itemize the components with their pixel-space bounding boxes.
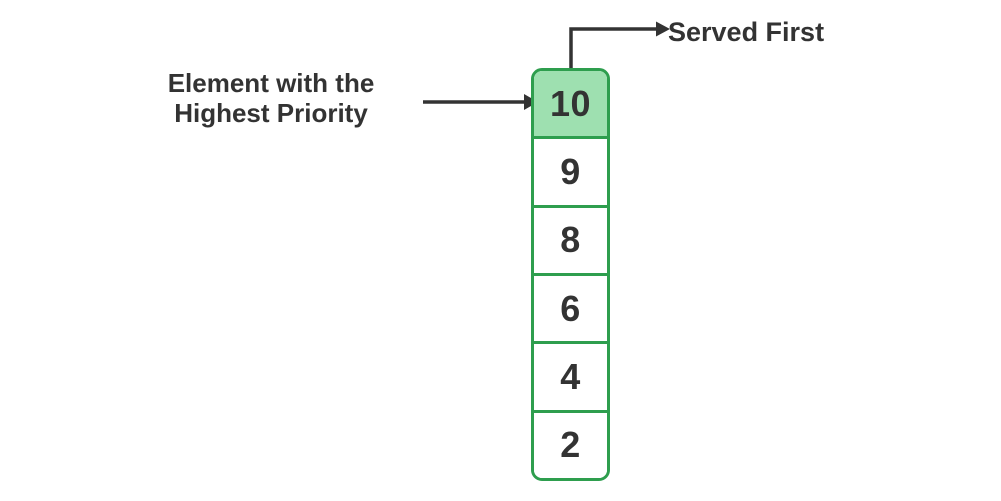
queue-cell-value: 8 (560, 219, 581, 261)
queue-cell-value: 4 (560, 355, 581, 397)
arrow-right-icon (423, 94, 538, 110)
queue-cell-value: 6 (560, 287, 581, 329)
queue-cell-4: 6 (534, 275, 607, 345)
label-served-first: Served First (668, 17, 825, 47)
priority-queue-stack: 10 9 8 6 4 2 (531, 68, 610, 481)
queue-cell-value: 2 (560, 424, 581, 466)
label-highest-priority: Element with the Highest Priority (167, 68, 375, 128)
queue-cell-1: 10 (534, 71, 607, 140)
queue-cell-3: 8 (534, 207, 607, 276)
queue-cell-value: 10 (549, 82, 592, 124)
elbow-arrow-right-icon (569, 21, 670, 74)
queue-cell-2: 9 (534, 139, 607, 208)
queue-cell-5: 4 (534, 344, 607, 413)
queue-cell-6: 2 (534, 412, 607, 478)
queue-cell-value: 9 (560, 150, 581, 192)
